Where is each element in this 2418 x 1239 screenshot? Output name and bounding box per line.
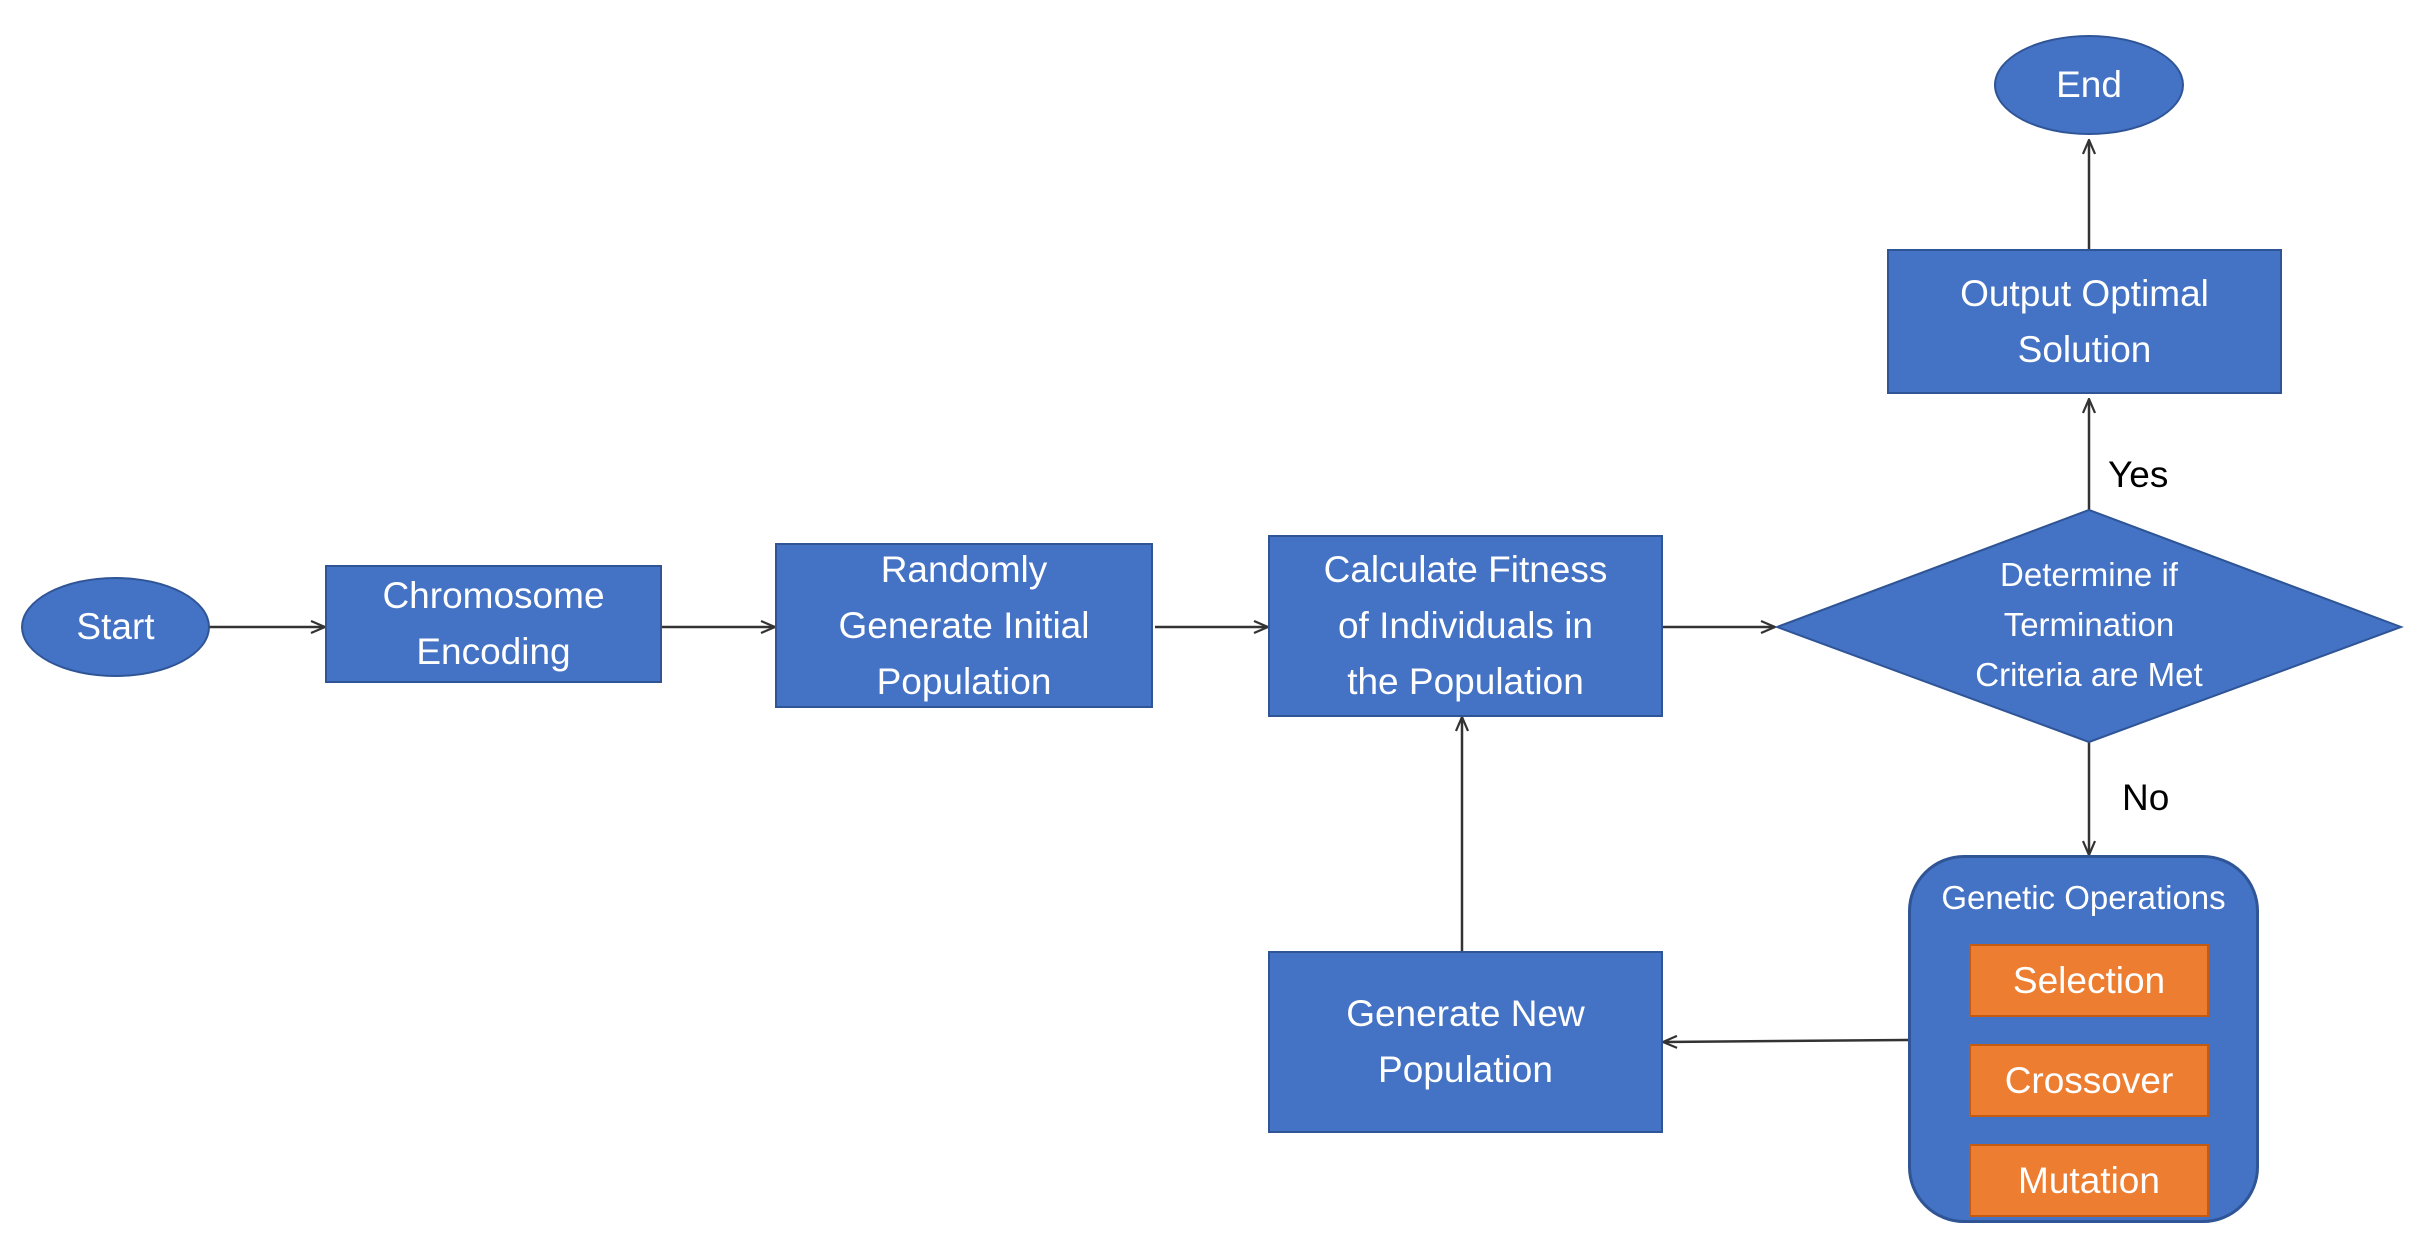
start-label: Start [76, 606, 155, 647]
new-population-label: Generate New Population [1346, 993, 1585, 1090]
calculate-fitness-box: Calculate Fitness of Individuals in the … [1268, 535, 1663, 717]
random-population-box: Randomly Generate Initial Population [775, 543, 1153, 708]
calculate-fitness-label: Calculate Fitness of Individuals in the … [1323, 549, 1608, 702]
random-population-label: Randomly Generate Initial Population [838, 548, 1090, 702]
genetic-operations-title: Genetic Operations [1941, 879, 2226, 916]
start-node: Start [21, 577, 210, 677]
output-solution-label: Output Optimal Solution [1960, 272, 2209, 370]
chromosome-encoding-label: Chromosome Encoding [382, 575, 605, 672]
termination-check-label: Determine if Termination Criteria are Me… [1975, 556, 2203, 693]
arrow-operations-to-new-population [1663, 1040, 1909, 1042]
crossover-operation: Crossover [1969, 1044, 2209, 1117]
mutation-operation: Mutation [1969, 1144, 2209, 1217]
genetic-operations-group: Genetic Operations Selection Crossover M… [1908, 855, 2259, 1223]
yes-branch-label: Yes [2108, 454, 2169, 495]
selection-operation: Selection [1969, 944, 2209, 1017]
chromosome-encoding-box: Chromosome Encoding [325, 565, 662, 683]
end-label: End [2056, 64, 2122, 105]
new-population-box: Generate New Population [1268, 951, 1663, 1133]
end-node: End [1994, 35, 2184, 135]
no-branch-label: No [2122, 777, 2170, 818]
termination-decision-diamond [1774, 508, 2404, 744]
output-solution-box: Output Optimal Solution [1887, 249, 2282, 394]
